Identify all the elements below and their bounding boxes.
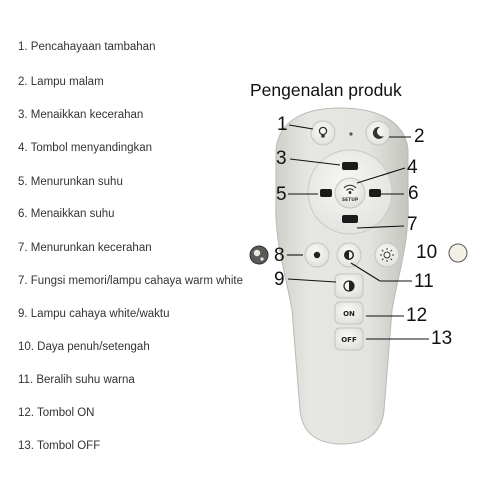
callout-5: 5 <box>276 184 287 205</box>
callout-9: 9 <box>274 269 285 290</box>
off-button[interactable] <box>334 327 364 351</box>
bulb-icon <box>318 126 328 138</box>
dot-icon <box>313 251 321 259</box>
night-light-button[interactable] <box>365 120 391 146</box>
legend-item: 6. Menaikkan suhu <box>18 208 115 220</box>
legend-item: 12. Tombol ON <box>18 407 95 419</box>
off-label: OFF <box>341 336 357 344</box>
legend-item: 3. Menaikkan kecerahan <box>18 109 144 121</box>
indicator-led <box>349 132 353 136</box>
callout-8: 8 <box>274 245 285 266</box>
product-title: Pengenalan produk <box>250 80 402 100</box>
legend-item: 4. Tombol menyandingkan <box>18 142 153 154</box>
setup-label: SETUP <box>342 197 359 203</box>
auxiliary-light-button[interactable] <box>310 120 336 146</box>
legend-item: 11. Beralih suhu warna <box>18 374 135 386</box>
warm-white-swatch-icon <box>249 245 269 265</box>
temp-down-key[interactable] <box>320 189 332 197</box>
legend-list: 1. Pencahayaan tambahan 2. Lampu malam 3… <box>18 41 243 452</box>
on-label: ON <box>343 310 355 318</box>
legend-item: 5. Menurunkan suhu <box>18 176 123 188</box>
callout-7: 7 <box>407 214 418 235</box>
brightness-down-key[interactable] <box>342 215 358 223</box>
legend-item: 9. Lampu cahaya white/waktu <box>18 308 170 320</box>
callout-3: 3 <box>276 148 287 169</box>
half-circle-icon <box>344 250 354 260</box>
callout-12: 12 <box>406 305 428 326</box>
callout-10: 10 <box>416 242 438 263</box>
callout-1: 1 <box>277 114 288 135</box>
full-half-power-button[interactable] <box>374 242 400 268</box>
legend-item: 13. Tombol OFF <box>18 440 101 452</box>
sun-icon <box>380 248 394 262</box>
brightness-up-key[interactable] <box>342 162 358 170</box>
callout-4: 4 <box>407 157 418 178</box>
moon-icon <box>372 126 384 139</box>
legend-item: 2. Lampu malam <box>18 76 104 88</box>
legend-item: 10. Daya penuh/setengah <box>18 341 150 353</box>
callout-2: 2 <box>414 126 425 147</box>
callout-13: 13 <box>431 328 453 349</box>
temp-up-key[interactable] <box>369 189 381 197</box>
legend-item: 1. Pencahayaan tambahan <box>18 41 156 53</box>
white-swatch-icon <box>448 243 468 263</box>
wifi-icon <box>343 184 357 194</box>
legend-item: 7. Menurunkan kecerahan <box>18 242 152 254</box>
callout-11: 11 <box>414 271 434 292</box>
half-moon-icon <box>343 280 355 292</box>
callout-6: 6 <box>408 183 419 204</box>
on-button[interactable] <box>334 301 364 325</box>
legend-item: 7. Fungsi memori/lampu cahaya warm white <box>18 275 243 287</box>
callout-lines <box>287 124 429 340</box>
